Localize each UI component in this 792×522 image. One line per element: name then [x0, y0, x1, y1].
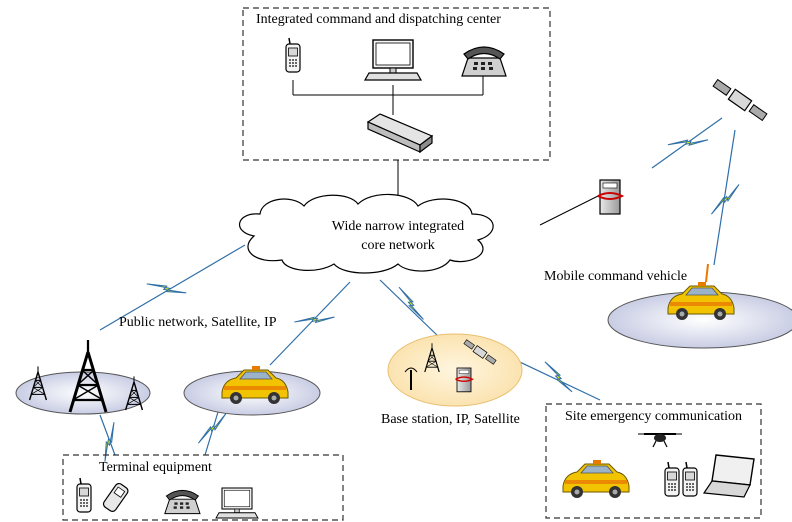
drone-icon [638, 433, 682, 448]
core-network-label-line2: core network [361, 238, 435, 253]
command-center-box [242, 7, 551, 161]
terminal-box [62, 454, 344, 521]
bolt-terminal-left [92, 421, 127, 463]
vehicle-antenna [705, 263, 709, 283]
base-station-ellipse [387, 333, 523, 407]
small-antenna-icon [404, 367, 418, 390]
site-car-icon [562, 459, 630, 499]
site-mobile-phone-1-icon [664, 461, 680, 497]
bolt-satellite-gateway [667, 122, 709, 163]
gateway-server-icon [597, 179, 623, 215]
cloud-to-gateway-line [539, 195, 599, 226]
command-center-title: Integrated command and dispatching cente… [256, 12, 501, 27]
base-station-label: Base station, IP, Satellite [381, 412, 520, 427]
mobile-vehicle-label: Mobile command vehicle [544, 269, 688, 284]
mobile-command-vehicle-icon [667, 281, 735, 321]
site-emergency-box [545, 403, 762, 519]
base-server-icon [454, 367, 474, 393]
satellite-icon [712, 78, 768, 122]
bolt-base [390, 286, 432, 320]
command-center-wiring [292, 75, 484, 210]
command-computer-icon [364, 39, 422, 81]
wireless-links [99, 117, 736, 456]
core-network-label-line1: Wide narrow integrated [331, 219, 465, 234]
core-network-cloud [238, 193, 494, 274]
bolt-terminal-right [197, 409, 227, 448]
terminal-flip-phone-icon [102, 482, 129, 512]
terminal-desk-phone-icon [164, 489, 201, 515]
public-network-label: Public network, Satellite, IP [119, 315, 277, 330]
network-switch-icon [366, 113, 434, 154]
site-laptop-icon [702, 454, 755, 498]
terminal-mobile-phone-icon [76, 477, 92, 513]
command-desk-phone-icon [461, 46, 507, 77]
site-emergency-title: Site emergency communication [565, 409, 743, 424]
terminal-computer-icon [215, 487, 259, 519]
site-mobile-phone-2-icon [682, 461, 698, 497]
command-mobile-phone-icon [285, 37, 301, 73]
terminal-equipment-title: Terminal equipment [99, 460, 212, 475]
bolt-satellite-vehicle [710, 180, 740, 219]
